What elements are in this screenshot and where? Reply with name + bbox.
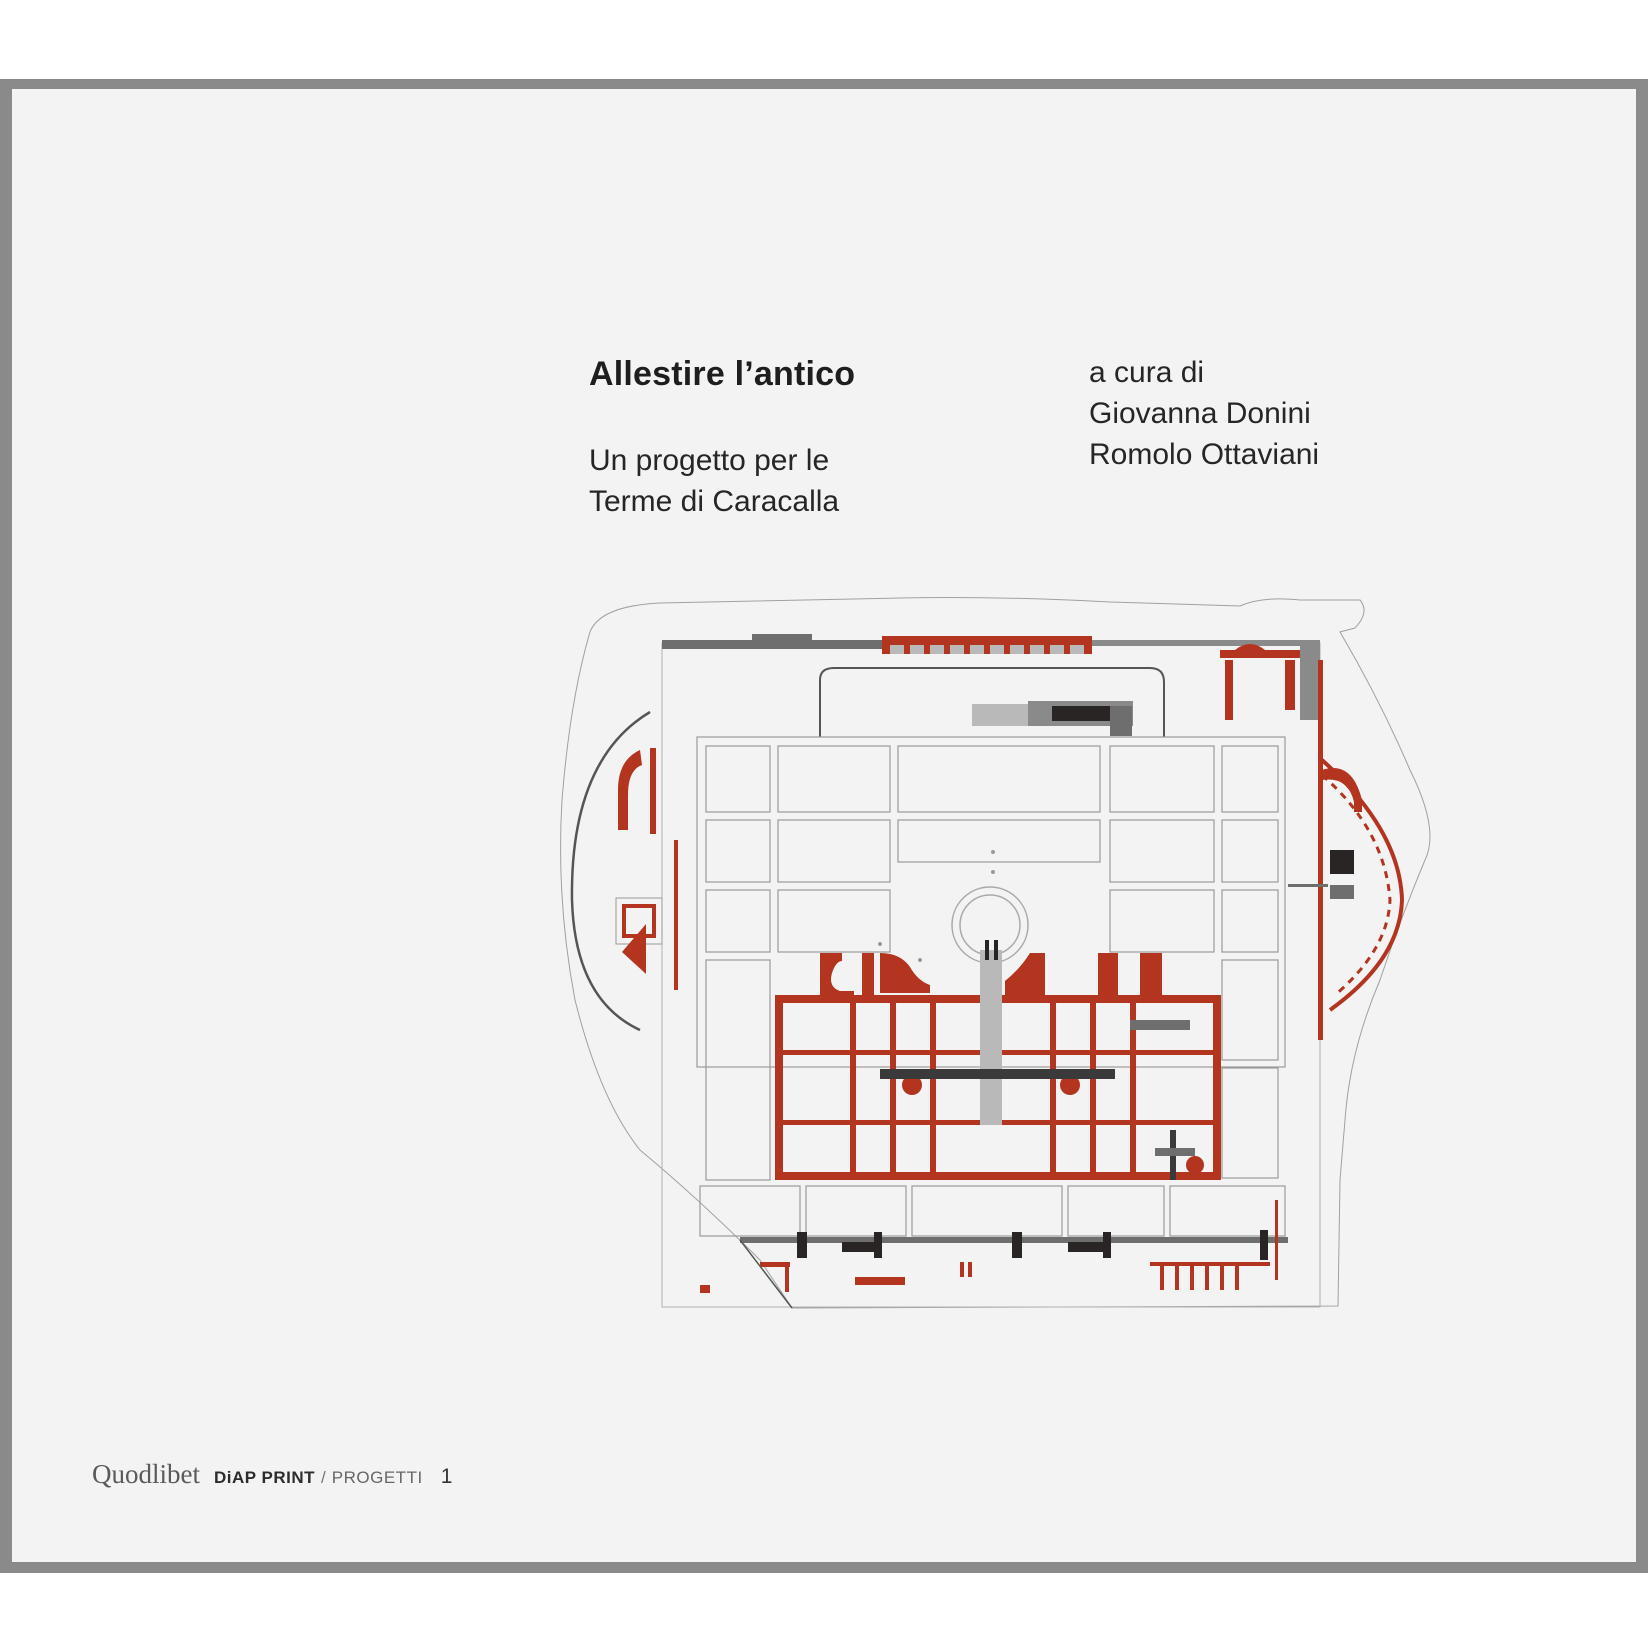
editors-label: a cura di [1089,356,1205,389]
east-exedra [1288,660,1405,1040]
south-gallery [700,1200,1288,1309]
site-plan-illustration [560,597,1431,1309]
series-name: DiAP PRINT [214,1468,316,1487]
west-exedra [570,710,678,1032]
garden-grid [696,736,1286,1237]
editor-name-2: Romolo Ottaviani [1089,438,1320,471]
publisher-logo: Quodlibet [92,1459,200,1489]
series-separator: / [321,1468,326,1487]
cover-footer: Quodlibet DiAP PRINT / PROGETTI 1 [92,1459,452,1499]
north-wall [662,634,1320,720]
editors-block: a cura di Giovanna Donini Romolo Ottavia… [1089,352,1319,475]
editor-name-1: Giovanna Donini [1089,397,1311,430]
new-walkway [880,940,1195,1180]
subseries-name: PROGETTI [331,1468,423,1487]
book-title: Allestire l’antico [589,355,856,393]
book-subtitle: Un progetto per le Terme di Caracalla [589,440,839,522]
series-number: 1 [440,1465,453,1488]
subtitle-line-1: Un progetto per le [589,444,830,477]
subtitle-line-2: Terme di Caracalla [589,485,840,518]
